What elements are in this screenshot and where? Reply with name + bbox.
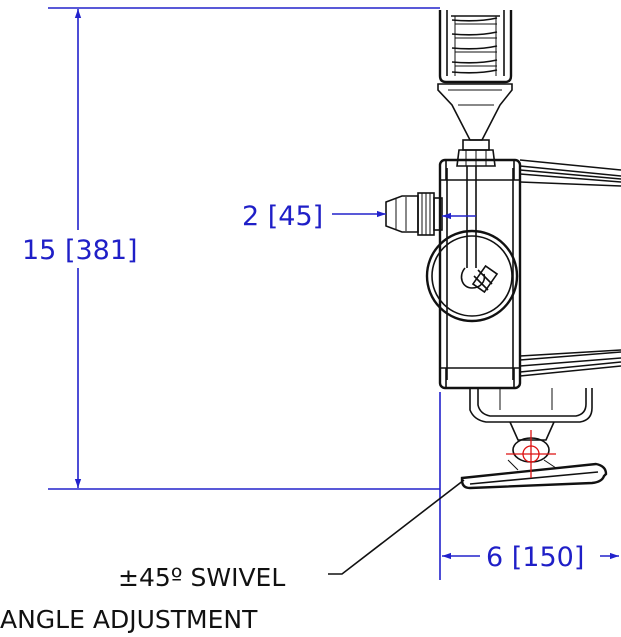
- mount-stem: [456, 139, 496, 167]
- depth-dimension-label: 6 [150]: [486, 542, 584, 573]
- knob-offset-label: 2 [45]: [242, 201, 323, 232]
- vertical-rod: [466, 166, 477, 268]
- swivel-base: [460, 459, 608, 490]
- side-hood: [519, 159, 621, 377]
- swivel-note-line1: ±45º SWIVEL: [118, 563, 285, 592]
- rotary-dial: [425, 229, 519, 323]
- height-dimension: 15 [381]: [14, 7, 440, 490]
- funnel: [437, 83, 513, 141]
- housing-body: [438, 158, 522, 390]
- knob-offset-dimension: 2 [45]: [242, 201, 476, 232]
- swivel-note-line2: ANGLE ADJUSTMENT: [0, 605, 258, 634]
- fixture-drawing: [385, 10, 621, 490]
- height-dimension-label: 15 [381]: [22, 235, 138, 266]
- swivel-note: ±45º SWIVEL ANGLE ADJUSTMENT: [0, 479, 465, 634]
- top-cap: [438, 10, 513, 84]
- side-knob: [385, 192, 443, 236]
- swivel-center-mark: [506, 430, 556, 478]
- depth-dimension: 6 [150]: [439, 392, 619, 580]
